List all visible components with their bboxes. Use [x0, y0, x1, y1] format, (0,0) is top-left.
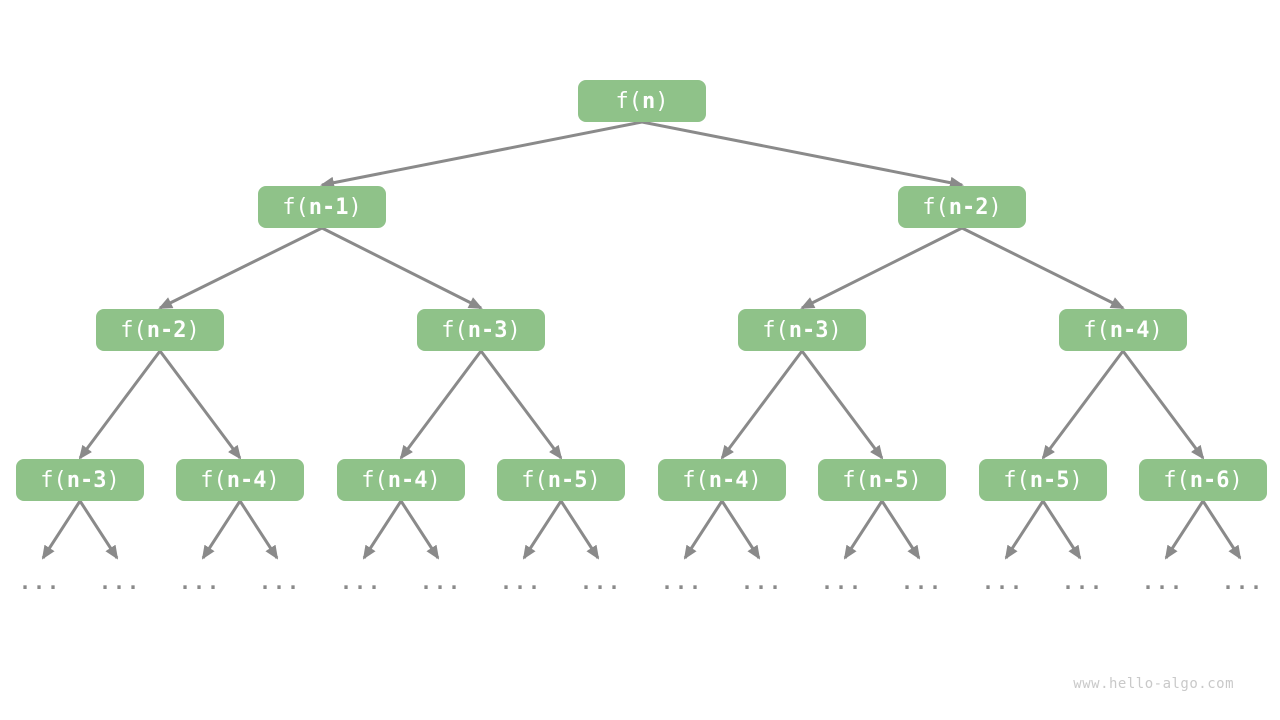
edge-arrow: [1121, 350, 1205, 460]
edge-arrow: [641, 120, 964, 189]
tree-node: f(n-5): [979, 459, 1107, 501]
edge-arrow: [1164, 500, 1205, 560]
edge-arrow: [41, 500, 82, 560]
edge-arrow: [1041, 350, 1125, 460]
edge-arrow: [158, 350, 242, 460]
tree-node: f(n-3): [738, 309, 866, 351]
ellipsis: ...: [98, 570, 142, 594]
node-label: f(n-2): [922, 194, 1002, 220]
node-label: f(n-6): [1163, 467, 1243, 493]
edge-arrow: [720, 500, 761, 560]
tree-node: f(n-3): [417, 309, 545, 351]
tree-node: f(n-4): [176, 459, 304, 501]
node-label: f(n-5): [1003, 467, 1083, 493]
edge-arrow: [320, 120, 643, 189]
node-label: f(n-4): [1083, 317, 1163, 343]
ellipsis: ...: [18, 570, 62, 594]
ellipsis: ...: [499, 570, 543, 594]
ellipsis: ...: [1141, 570, 1185, 594]
node-label: f(n-4): [200, 467, 280, 493]
node-label: f(n-4): [361, 467, 441, 493]
ellipsis: ...: [258, 570, 302, 594]
ellipsis: ...: [660, 570, 704, 594]
ellipsis: ...: [1061, 570, 1105, 594]
tree-node: f(n-4): [1059, 309, 1187, 351]
ellipsis: ...: [178, 570, 222, 594]
node-label: f(n): [615, 88, 669, 114]
edge-arrow: [201, 500, 242, 560]
edge-arrow: [1004, 500, 1045, 560]
node-label: f(n-5): [521, 467, 601, 493]
ellipsis: ...: [1221, 570, 1265, 594]
ellipsis: ...: [579, 570, 623, 594]
node-label: f(n-5): [842, 467, 922, 493]
edge-arrow: [362, 500, 403, 560]
edge-arrow: [479, 350, 563, 460]
ellipsis: ...: [339, 570, 383, 594]
edge-arrow: [843, 500, 884, 560]
edge-arrow: [238, 500, 279, 560]
ellipsis: ...: [900, 570, 944, 594]
tree-node: f(n-2): [898, 186, 1026, 228]
ellipsis: ...: [820, 570, 864, 594]
node-label: f(n-3): [40, 467, 120, 493]
edge-arrow: [522, 500, 563, 560]
edge-arrow: [399, 500, 440, 560]
edge-arrow: [720, 350, 804, 460]
node-label: f(n-2): [120, 317, 200, 343]
edge-arrow: [559, 500, 600, 560]
edge-arrow: [800, 350, 884, 460]
tree-node: f(n-1): [258, 186, 386, 228]
edge-arrow: [321, 226, 483, 310]
tree-node: f(n-5): [818, 459, 946, 501]
edge-arrow: [78, 350, 162, 460]
tree-node: f(n-3): [16, 459, 144, 501]
ellipsis: ...: [419, 570, 463, 594]
edge-arrow: [800, 226, 963, 310]
edge-arrow: [880, 500, 921, 560]
tree-node: f(n-6): [1139, 459, 1267, 501]
ellipsis: ...: [740, 570, 784, 594]
edge-arrow: [158, 226, 323, 310]
tree-node: f(n-4): [337, 459, 465, 501]
node-label: f(n-4): [682, 467, 762, 493]
edge-arrow: [1201, 500, 1242, 560]
edge-arrow: [399, 350, 483, 460]
edge-arrow: [961, 226, 1125, 310]
node-label: f(n-3): [441, 317, 521, 343]
edge-arrow: [1041, 500, 1082, 560]
tree-node: f(n): [578, 80, 706, 122]
node-label: f(n-1): [282, 194, 362, 220]
ellipsis: ...: [981, 570, 1025, 594]
tree-node: f(n-5): [497, 459, 625, 501]
edge-arrow: [683, 500, 724, 560]
tree-node: f(n-2): [96, 309, 224, 351]
watermark: www.hello-algo.com: [1073, 676, 1234, 692]
node-label: f(n-3): [762, 317, 842, 343]
tree-node: f(n-4): [658, 459, 786, 501]
edge-arrow: [78, 500, 119, 560]
